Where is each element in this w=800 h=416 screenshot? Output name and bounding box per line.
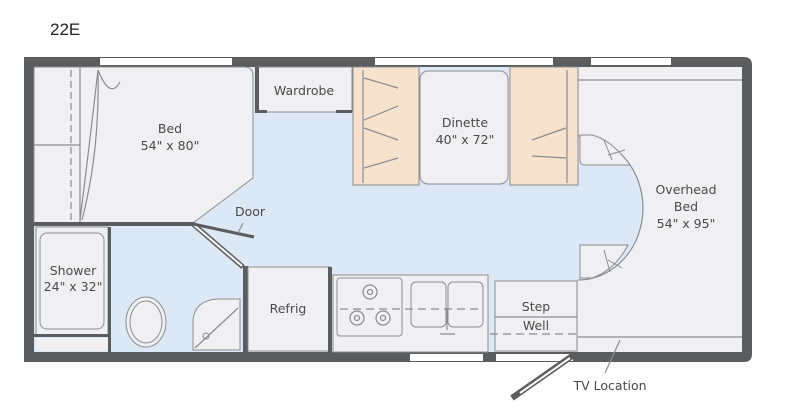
shower-label: Shower (50, 263, 97, 278)
stove-burners (349, 284, 391, 326)
bath-sink (192, 298, 241, 351)
bed (33, 66, 254, 224)
bed-label: Bed (158, 121, 182, 136)
stove (336, 277, 403, 337)
window (591, 58, 671, 65)
overhead-bed-label: Overhead (655, 182, 716, 197)
toilet (125, 296, 167, 348)
window (410, 354, 483, 361)
window (375, 58, 553, 65)
door-label: Door (235, 204, 266, 219)
window (100, 58, 232, 65)
refrigerator (247, 266, 331, 352)
door-swing (192, 222, 255, 239)
overhead-bed-size: 54" x 95" (657, 216, 716, 231)
dinette-seat-left (352, 66, 420, 186)
window (496, 354, 573, 361)
overhead-bed-area (578, 67, 742, 352)
windows (100, 58, 671, 361)
tv-location-label: TV Location (572, 378, 646, 393)
step-well (494, 280, 578, 352)
cab-seat (579, 134, 631, 279)
step-well-label-2: Well (523, 318, 549, 333)
floorplan-title: 22E (50, 20, 81, 39)
refrig-label: Refrig (270, 301, 307, 316)
dinette-seat-right (509, 66, 579, 186)
dinette-size: 40" x 72" (436, 132, 495, 147)
bed-size: 54" x 80" (141, 138, 200, 153)
shower-size: 24" x 32" (44, 279, 103, 294)
step-well-label: Step (522, 299, 551, 314)
dinette-label: Dinette (442, 115, 489, 130)
sink-basin (410, 281, 447, 328)
overhead-bed-label-2: Bed (674, 199, 698, 214)
dinette-table (419, 70, 509, 185)
wardrobe-label: Wardrobe (274, 83, 335, 98)
